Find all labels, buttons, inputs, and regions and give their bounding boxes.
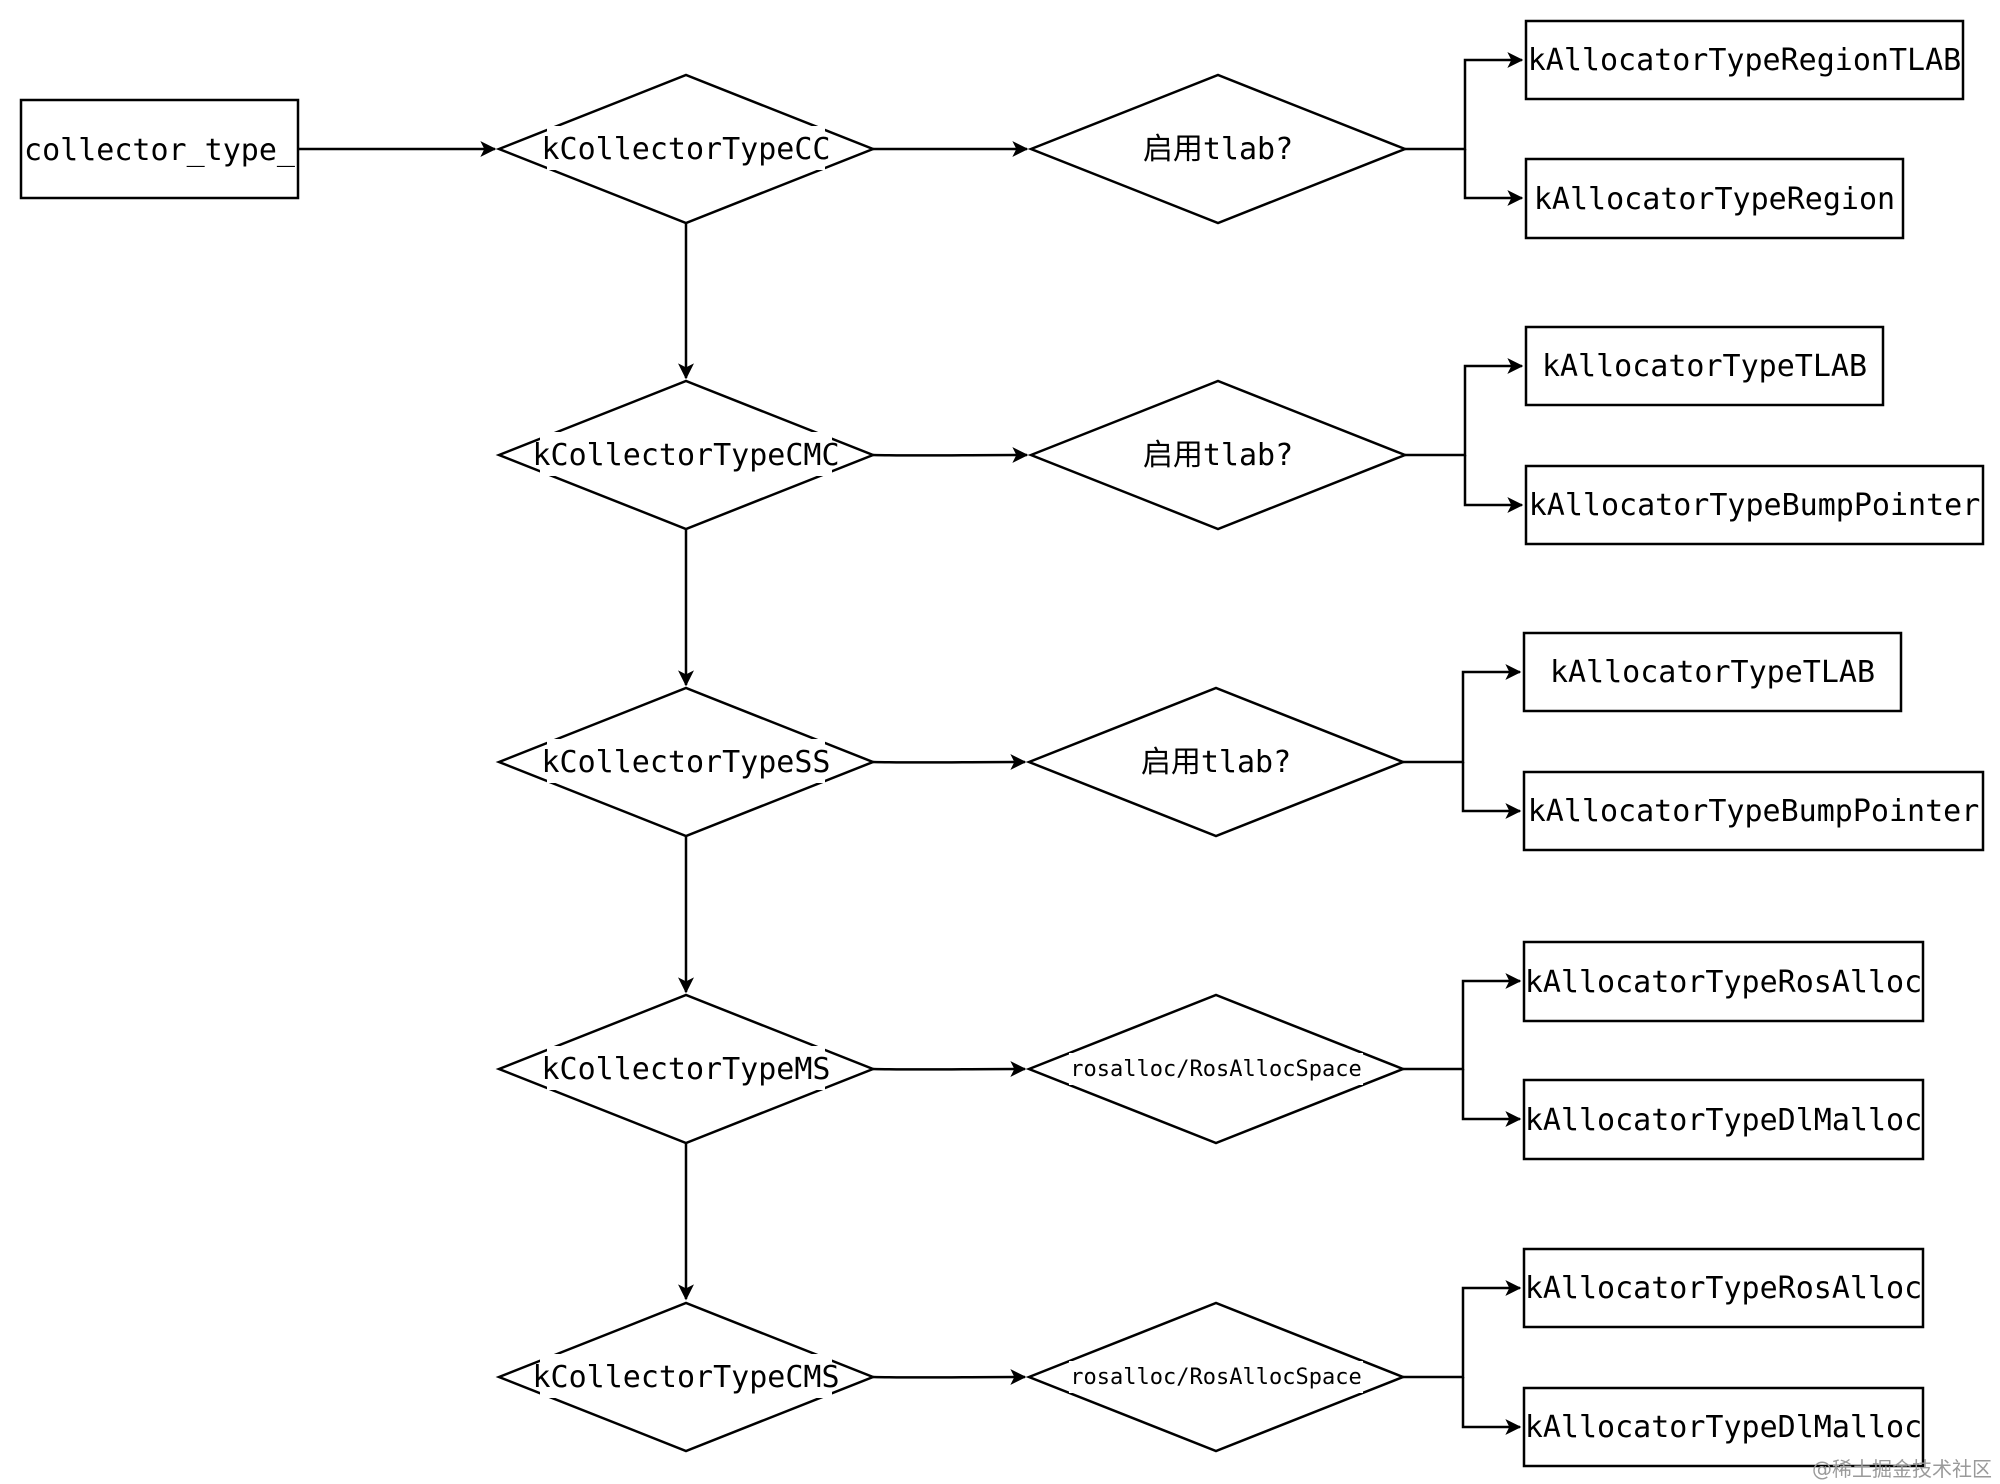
collector-label-ms: kCollectorTypeMS [542, 1052, 831, 1087]
edge-condition-cms-split [1403, 1280, 1522, 1379]
condition-label-cms: rosalloc/RosAllocSpace [1070, 1365, 1361, 1390]
allocator-node-cmc-1: kAllocatorTypeBumpPointer [1524, 464, 1985, 546]
allocator-label-ms-1: kAllocatorTypeDlMalloc [1525, 1103, 1922, 1138]
edge-condition-ms-split [1403, 973, 1522, 1071]
condition-node-ss: 启用tlab? [1025, 686, 1407, 838]
allocator-label-cmc-0: kAllocatorTypeTLAB [1542, 349, 1867, 384]
collector-node-cmc: kCollectorTypeCMC [495, 379, 877, 531]
condition-label-cmc: 启用tlab? [1143, 438, 1293, 473]
condition-node-cms: rosalloc/RosAllocSpace [1025, 1301, 1407, 1453]
collector-node-ss: kCollectorTypeSS [495, 686, 877, 838]
allocator-node-ms-0: kAllocatorTypeRosAlloc [1522, 940, 1925, 1023]
allocator-label-ms-0: kAllocatorTypeRosAlloc [1525, 965, 1922, 1000]
collector-node-cc: kCollectorTypeCC [495, 73, 877, 225]
allocator-label-cms-0: kAllocatorTypeRosAlloc [1525, 1271, 1922, 1306]
allocator-label-cc-0: kAllocatorTypeRegionTLAB [1528, 43, 1961, 78]
allocator-node-ms-1: kAllocatorTypeDlMalloc [1522, 1078, 1925, 1161]
collector-node-ms: kCollectorTypeMS [495, 993, 877, 1145]
allocator-node-cms-0: kAllocatorTypeRosAlloc [1522, 1247, 1925, 1329]
allocator-label-cmc-1: kAllocatorTypeBumpPointer [1529, 488, 1981, 523]
allocator-label-cc-1: kAllocatorTypeRegion [1534, 182, 1895, 217]
root-node: collector_type_ [19, 98, 300, 200]
condition-node-cmc: 启用tlab? [1027, 379, 1409, 531]
edge-condition-ss-split [1403, 664, 1522, 764]
allocator-label-cms-1: kAllocatorTypeDlMalloc [1525, 1410, 1922, 1445]
condition-label-ss: 启用tlab? [1141, 745, 1291, 780]
allocator-node-cms-1: kAllocatorTypeDlMalloc [1522, 1386, 1925, 1468]
condition-label-cc: 启用tlab? [1143, 132, 1293, 167]
edge-condition-cc-split-lower [1463, 149, 1524, 206]
collector-node-cms: kCollectorTypeCMS [495, 1301, 877, 1453]
allocator-node-cmc-0: kAllocatorTypeTLAB [1524, 325, 1885, 407]
root-node-label: collector_type_ [24, 133, 296, 168]
condition-node-ms: rosalloc/RosAllocSpace [1025, 993, 1407, 1145]
edge-condition-cmc-split-lower [1463, 455, 1524, 513]
allocator-label-ss-0: kAllocatorTypeTLAB [1550, 655, 1875, 690]
allocator-node-cc-0: kAllocatorTypeRegionTLAB [1524, 19, 1965, 101]
condition-label-ms: rosalloc/RosAllocSpace [1070, 1057, 1361, 1082]
collector-label-cmc: kCollectorTypeCMC [532, 438, 839, 473]
collector-label-cms: kCollectorTypeCMS [532, 1360, 839, 1395]
collector-label-ss: kCollectorTypeSS [542, 745, 831, 780]
edge-condition-ms-split-lower [1461, 1069, 1522, 1127]
condition-node-cc: 启用tlab? [1027, 73, 1409, 225]
allocator-node-ss-1: kAllocatorTypeBumpPointer [1522, 770, 1985, 852]
watermark: @稀土掘金技术社区 [1812, 1457, 1992, 1481]
allocator-node-cc-1: kAllocatorTypeRegion [1524, 157, 1905, 240]
edge-condition-ss-split-lower [1461, 762, 1522, 819]
allocator-node-ss-0: kAllocatorTypeTLAB [1522, 631, 1903, 713]
edge-condition-cms-split-lower [1461, 1377, 1522, 1435]
edge-condition-cc-split [1405, 52, 1524, 151]
edge-condition-cmc-split [1405, 358, 1524, 457]
allocator-label-ss-1: kAllocatorTypeBumpPointer [1528, 794, 1980, 829]
collector-label-cc: kCollectorTypeCC [542, 132, 831, 167]
